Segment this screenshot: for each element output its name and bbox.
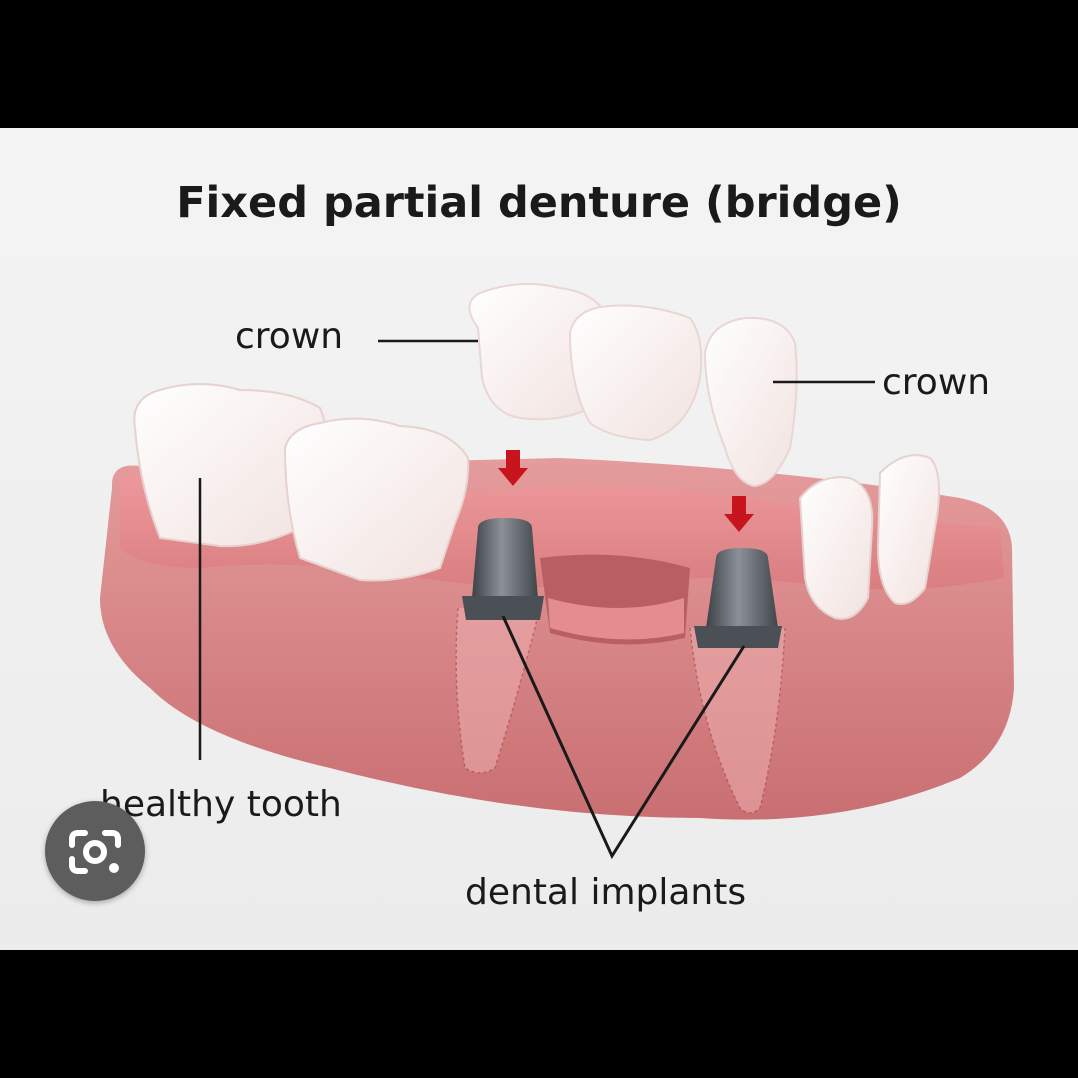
label-crown-right: crown — [882, 362, 991, 403]
bridge-crown-3 — [703, 316, 798, 488]
label-dental-implants: dental implants — [465, 872, 747, 913]
diagram-title: Fixed partial denture (bridge) — [176, 178, 902, 228]
implant-root-right — [689, 627, 786, 814]
bottom-black-bar — [0, 950, 1078, 1078]
arrow-down-icon-left — [498, 450, 528, 486]
leader-dental-implants — [501, 615, 746, 860]
lens-camera-icon — [69, 830, 121, 874]
implant-left — [462, 518, 544, 620]
healthy-tooth-incisor-2 — [876, 454, 940, 605]
implant-right — [694, 548, 782, 648]
healthy-tooth-molar-1 — [133, 383, 326, 548]
bridge-crown-2 — [568, 304, 703, 442]
top-black-bar — [0, 0, 1078, 128]
healthy-tooth-incisor-1 — [798, 476, 874, 620]
label-crown-left: crown — [235, 316, 344, 357]
label-healthy-tooth: healthy tooth — [100, 784, 342, 825]
lens-button[interactable] — [45, 801, 145, 901]
healthy-tooth-molar-2 — [283, 417, 470, 582]
arrow-down-icon-right — [724, 496, 754, 532]
bridge-illustration — [100, 283, 1014, 860]
diagram-image: Fixed partial denture (bridge) crown cro… — [0, 128, 1078, 950]
